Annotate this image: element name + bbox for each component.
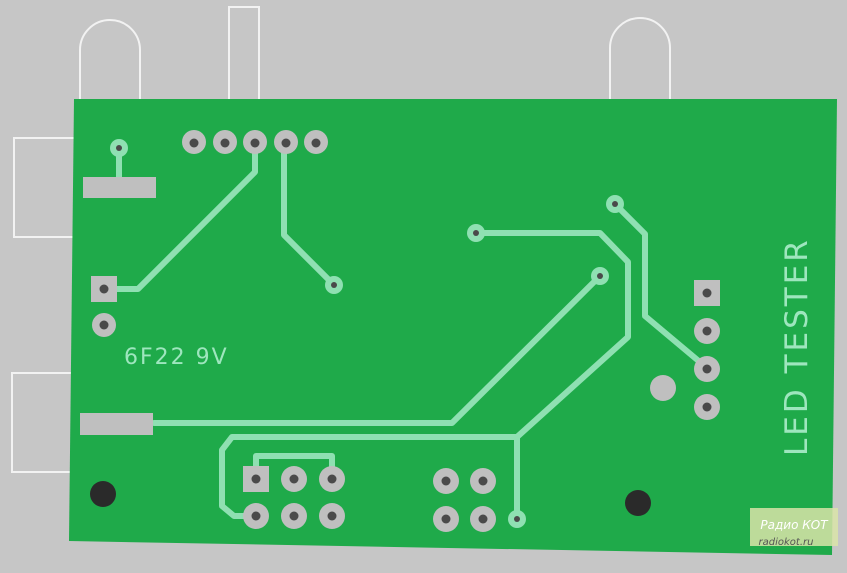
- led-connector-pads: [650, 280, 720, 420]
- drill-hole: [441, 514, 451, 524]
- drill-hole: [473, 230, 479, 236]
- pcb-board: [69, 99, 837, 555]
- watermark: Радио КОТ radiokot.ru: [750, 508, 838, 548]
- drill-hole: [281, 138, 291, 148]
- mounting-hole-right: [625, 490, 651, 516]
- mounting-hole-left: [90, 481, 116, 507]
- drill-hole: [702, 364, 712, 374]
- watermark-brand: Радио КОТ: [760, 518, 829, 532]
- drill-hole: [327, 511, 337, 521]
- trace-switch-to-pad: [281, 139, 337, 288]
- trace-upper-route: [473, 230, 631, 522]
- drill-hole: [99, 320, 109, 330]
- drill-hole: [251, 511, 261, 521]
- drill-holes: [99, 138, 712, 524]
- led-outline-right: [609, 17, 671, 100]
- drill-hole: [189, 138, 199, 148]
- battery-pad-top: [83, 177, 156, 198]
- led-outline-left: [79, 19, 141, 100]
- drill-hole: [478, 476, 488, 486]
- watermark-site: radiokot.ru: [759, 537, 814, 548]
- trace-right-connector: [612, 201, 710, 371]
- trace-bottom-loop: [219, 434, 520, 519]
- drill-hole: [251, 474, 261, 484]
- drill-hole: [116, 145, 122, 151]
- drill-hole: [612, 201, 618, 207]
- drill-hole: [441, 476, 451, 486]
- connector-outline-top: [13, 137, 74, 238]
- trace-negative-rail: [151, 273, 603, 426]
- watermark-box: [750, 508, 838, 546]
- drill-hole: [311, 138, 321, 148]
- led-pad-5: [650, 375, 676, 401]
- board-title: LED TESTER: [779, 237, 815, 456]
- connector-outline-bottom: [11, 372, 72, 473]
- drill-hole: [514, 516, 520, 522]
- trace-battery-to-switch: [101, 139, 258, 292]
- drill-hole: [702, 326, 712, 336]
- battery-connector-pads: [91, 276, 117, 337]
- drill-hole: [250, 138, 260, 148]
- drill-hole: [289, 474, 299, 484]
- switch-outline: [228, 6, 260, 101]
- drill-hole: [99, 284, 109, 294]
- mounting-holes: [90, 481, 651, 516]
- drill-hole: [289, 511, 299, 521]
- smd-pads: [80, 177, 156, 435]
- drill-hole: [597, 273, 603, 279]
- drill-hole: [327, 474, 337, 484]
- battery-label: 6F22 9V: [124, 345, 229, 370]
- drill-hole: [702, 402, 712, 412]
- drill-hole: [331, 282, 337, 288]
- battery-pad-bottom: [80, 413, 153, 435]
- drill-hole: [220, 138, 230, 148]
- drill-hole: [702, 288, 712, 298]
- drill-hole: [478, 514, 488, 524]
